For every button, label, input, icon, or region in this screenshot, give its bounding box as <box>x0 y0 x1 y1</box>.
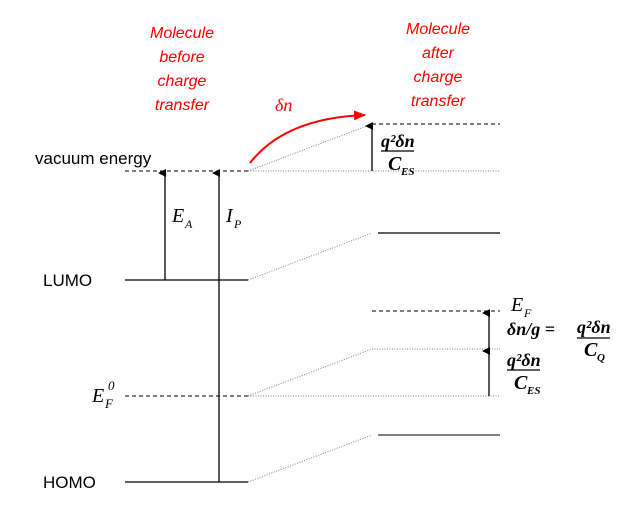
svg-text:C: C <box>388 153 402 175</box>
title-before: Molecule before charge transfer <box>150 25 214 114</box>
lumo-connector <box>247 232 373 281</box>
title-before-line-1: Molecule <box>150 25 214 42</box>
title-before-line-4: transfer <box>155 97 210 114</box>
svg-text:Q: Q <box>597 352 605 364</box>
svg-text:F: F <box>523 306 532 320</box>
homo-connector <box>247 434 373 483</box>
svg-text:P: P <box>233 217 242 231</box>
svg-text:F: F <box>104 396 114 411</box>
title-after-line-1: Molecule <box>406 21 470 38</box>
homo-label: HOMO <box>43 473 96 492</box>
svg-text:0: 0 <box>108 378 115 393</box>
fermi-connector <box>247 348 373 397</box>
quantum-capacitance-formula: δn/g = q²δn C Q <box>507 317 611 364</box>
svg-text:A: A <box>184 217 193 231</box>
title-before-line-3: charge <box>158 73 207 90</box>
electrostatic-fermi-formula: q²δn C ES <box>507 350 541 397</box>
charge-transfer-arrow <box>249 110 366 164</box>
svg-text:I: I <box>225 205 234 227</box>
svg-text:ES: ES <box>526 385 540 397</box>
title-after-line-3: charge <box>414 69 463 86</box>
fermi-level-0-label: E F 0 <box>91 378 115 411</box>
svg-text:C: C <box>514 372 528 394</box>
vacuum-energy-label: vacuum energy <box>35 149 152 168</box>
svg-text:C: C <box>584 339 598 361</box>
svg-text:q²δn: q²δn <box>577 317 611 337</box>
lumo-label: LUMO <box>43 271 92 290</box>
delta-n-label: δn <box>275 95 292 115</box>
svg-text:q²δn: q²δn <box>507 350 541 370</box>
svg-text:ES: ES <box>400 166 414 178</box>
fermi-level-after-label: E F <box>510 294 532 320</box>
title-after: Molecule after charge transfer <box>406 21 470 110</box>
ionization-potential-label: I P <box>225 205 242 231</box>
title-after-line-2: after <box>422 45 455 62</box>
svg-text:E: E <box>91 385 104 407</box>
electron-affinity-label: E A <box>171 205 193 231</box>
svg-text:δn/g =: δn/g = <box>507 319 555 339</box>
svg-text:q²δn: q²δn <box>381 131 415 151</box>
title-before-line-2: before <box>159 49 204 66</box>
svg-text:E: E <box>171 205 184 227</box>
svg-text:E: E <box>510 294 523 316</box>
vacuum-connector <box>247 123 373 172</box>
electrostatic-shift-formula: q²δn C ES <box>381 131 415 178</box>
title-after-line-4: transfer <box>411 93 466 110</box>
